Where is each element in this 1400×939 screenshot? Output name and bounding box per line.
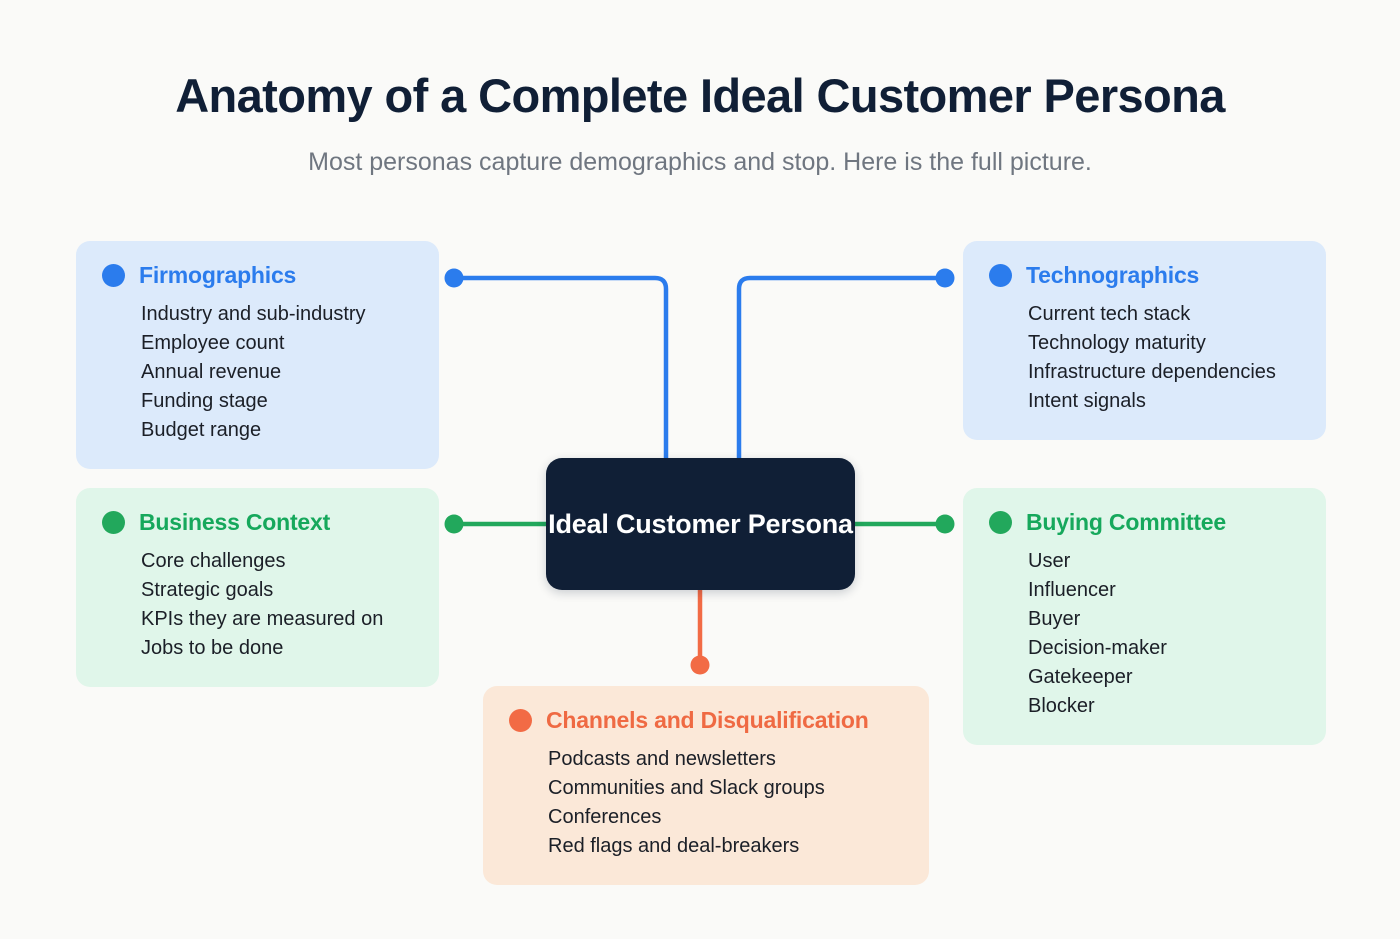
card-header: Firmographics [102,262,413,288]
list-item: Budget range [141,419,262,442]
connector-dot-channels [690,655,710,675]
card-business-context[interactable]: Business Context Core challenges Strateg… [76,488,439,688]
bullet-dot-icon [509,709,532,733]
card-buying-committee[interactable]: Buying Committee User Influencer Buyer D… [963,488,1326,746]
bullet-dot-icon [989,264,1012,288]
list-item: Current tech stack [1028,303,1191,326]
bullet-dot-icon [989,511,1012,535]
card-item-list: Podcasts and newsletters Communities and… [509,745,903,861]
list-item: Infrastructure dependencies [1028,361,1276,384]
bullet-dot-icon [102,264,125,288]
page-title: Anatomy of a Complete Ideal Customer Per… [175,69,1225,122]
list-item: Buyer [1028,608,1081,631]
card-technographics[interactable]: Technographics Current tech stack Techno… [963,241,1326,441]
list-item: Conferences [548,806,662,829]
card-title: Buying Committee [1026,509,1226,535]
connector-dot-business-context [444,514,464,534]
card-header: Technographics [989,262,1300,288]
list-item: Intent signals [1028,390,1146,413]
list-item: Technology maturity [1028,332,1206,355]
list-item: Core challenges [141,550,286,573]
card-title: Channels and Disqualification [546,707,869,733]
connector-dot-firmographics [444,268,464,288]
list-item: Decision-maker [1028,637,1167,660]
list-item: KPIs they are measured on [141,608,384,631]
hub-label: Ideal Customer Persona [548,508,853,539]
list-item: Industry and sub-industry [141,303,366,326]
central-hub-node[interactable]: Ideal Customer Persona [546,458,855,590]
connector-technographics [736,275,948,461]
card-title: Technographics [1026,262,1200,288]
connector-dot-buying-committee [935,514,955,534]
list-item: Blocker [1028,695,1095,718]
connector-dot-technographics [935,268,955,288]
page-subtitle: Most personas capture demographics and s… [308,148,1092,176]
card-item-list: Core challenges Strategic goals KPIs the… [102,547,413,663]
list-item: Strategic goals [141,579,274,602]
list-item: Podcasts and newsletters [548,748,776,771]
list-item: Annual revenue [141,361,282,384]
card-title: Firmographics [139,262,297,288]
card-header: Buying Committee [989,509,1300,535]
card-firmographics[interactable]: Firmographics Industry and sub-industry … [76,241,439,470]
bullet-dot-icon [102,511,125,535]
card-header: Channels and Disqualification [509,707,903,733]
list-item: Red flags and deal-breakers [548,835,800,858]
list-item: Employee count [141,332,285,355]
card-channels-disqualification[interactable]: Channels and Disqualification Podcasts a… [483,686,929,886]
card-item-list: User Influencer Buyer Decision-maker Gat… [989,547,1300,721]
list-item: Communities and Slack groups [548,777,825,800]
list-item: User [1028,550,1071,573]
card-item-list: Current tech stack Technology maturity I… [989,300,1300,416]
list-item: Jobs to be done [141,637,284,660]
card-title: Business Context [139,509,331,535]
card-header: Business Context [102,509,413,535]
list-item: Funding stage [141,390,268,413]
card-item-list: Industry and sub-industry Employee count… [102,300,413,445]
list-item: Influencer [1028,579,1116,602]
connector-firmographics [451,275,669,461]
list-item: Gatekeeper [1028,666,1133,689]
